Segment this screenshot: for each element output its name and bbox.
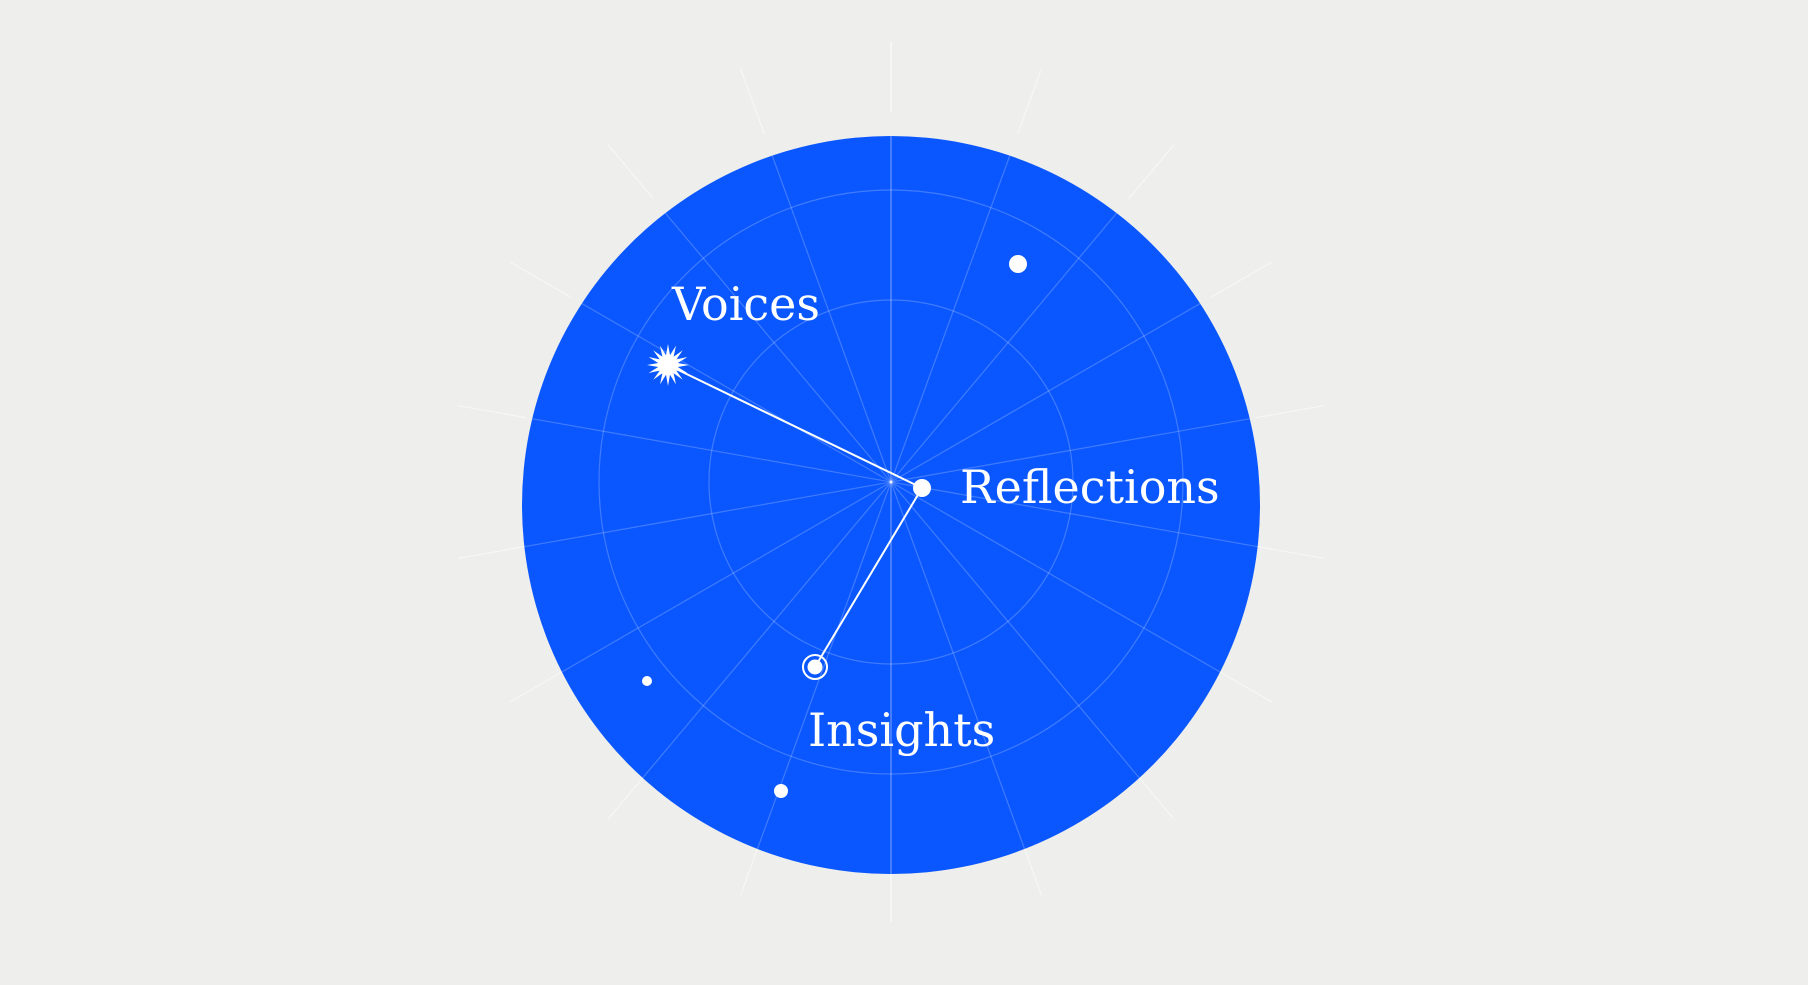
small-star-dot — [1009, 255, 1027, 273]
label-voices: Voices — [671, 277, 820, 331]
outer-grid-spoke — [1255, 545, 1325, 559]
outer-faint-grid — [457, 42, 1325, 922]
globe-disc — [522, 136, 1260, 874]
outer-grid-spoke — [509, 261, 571, 298]
label-insights: Insights — [808, 703, 995, 757]
outer-grid-spoke — [739, 68, 766, 135]
grid-spoke — [712, 481, 892, 874]
ringed-dot-icon[interactable] — [802, 654, 828, 680]
center-point — [889, 480, 893, 484]
grid-spoke — [522, 481, 892, 743]
connection-voices-reflections — [667, 364, 923, 489]
grid-spoke — [890, 481, 1070, 874]
outer-grid-spoke — [1016, 68, 1043, 135]
grid-spoke — [522, 481, 892, 573]
outer-grid-spoke — [509, 666, 571, 703]
outer-grid-spoke — [1211, 666, 1273, 703]
outer-grid-spoke — [607, 144, 654, 199]
starburst-icon[interactable] — [647, 344, 689, 386]
outer-grid-spoke — [457, 545, 527, 559]
middle-ring — [598, 189, 1184, 775]
grid-spoke — [522, 391, 892, 483]
dot-icon[interactable] — [913, 479, 931, 497]
grid-spoke — [522, 221, 892, 483]
outer-grid-spoke — [457, 405, 527, 419]
grid-spoke — [890, 391, 1260, 483]
grid-spoke — [890, 481, 1260, 573]
grid-spoke — [712, 136, 892, 483]
grid-spoke — [890, 481, 1260, 743]
grid-spoke — [890, 136, 1070, 483]
outer-grid-spoke — [1128, 144, 1175, 199]
outer-grid-spoke — [1211, 261, 1273, 298]
grid-spoke — [890, 221, 1260, 483]
outer-grid-spoke — [1255, 405, 1325, 419]
inner-ring — [708, 299, 1074, 665]
connection-reflections-insights — [814, 487, 923, 668]
small-star-dot — [774, 784, 788, 798]
small-star-dot — [642, 676, 652, 686]
label-reflections: Reflections — [960, 460, 1220, 514]
